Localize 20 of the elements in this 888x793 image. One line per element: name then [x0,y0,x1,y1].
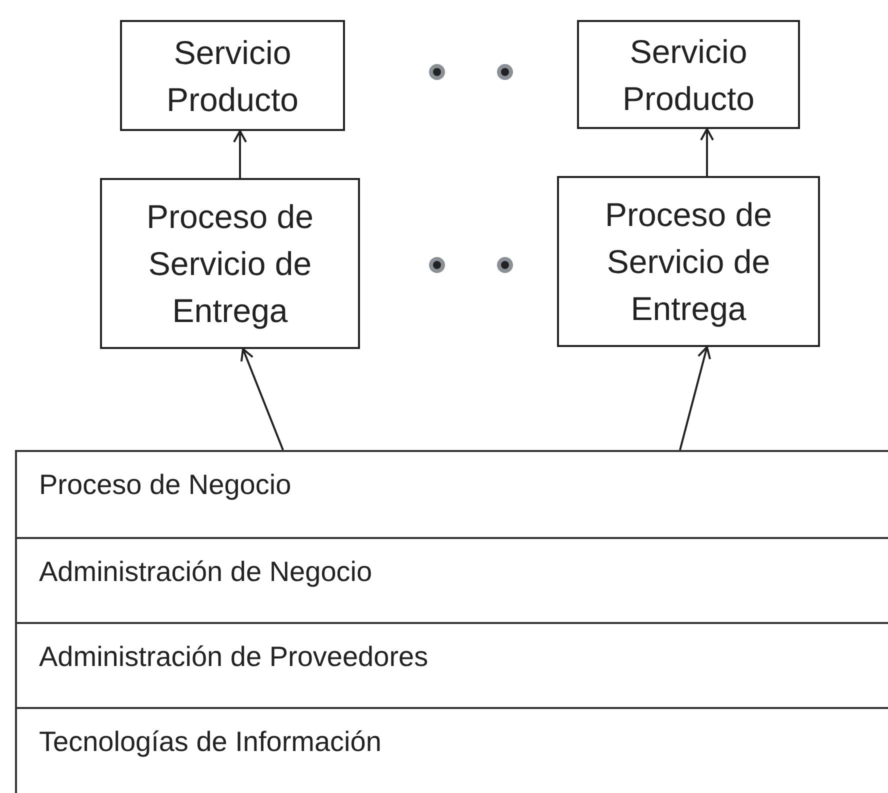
process-box [120,20,345,131]
layer-band [15,537,888,622]
process-box [577,20,800,129]
layer-band [15,622,888,707]
box-label: Proceso de Servicio de Entrega [146,197,314,331]
process-box [100,178,360,349]
arrow [679,346,712,450]
layer-label: Tecnologías de Información [39,725,382,759]
arrow [240,348,284,450]
process-box [557,176,820,347]
arrow [233,130,247,178]
layer-band [15,707,888,793]
arrow [700,128,714,176]
layer-label: Proceso de Negocio [39,468,292,502]
box-label: Servicio Producto [165,32,300,120]
box-label: Proceso de Servicio de Entrega [604,195,773,329]
layer-label: Administración de Proveedores [39,640,428,674]
box-label: Servicio Producto [621,32,756,118]
layer-band [15,450,888,537]
layer-label: Administración de Negocio [39,555,372,589]
